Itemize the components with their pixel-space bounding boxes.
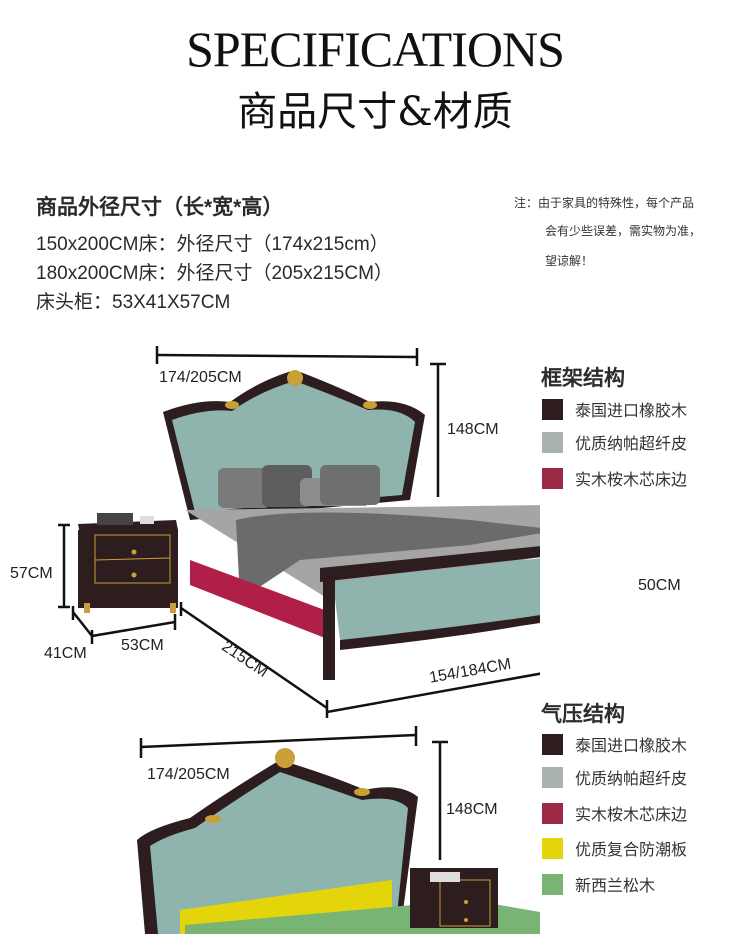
legend-label: 泰国进口橡胶木 bbox=[575, 403, 688, 420]
legend-gas-item: 优质纳帕超纤皮 bbox=[542, 765, 687, 789]
legend-label: 优质复合防潮板 bbox=[575, 842, 688, 859]
legend-label: 实木桉木芯床边 bbox=[575, 472, 688, 489]
swatch-rubberwood bbox=[542, 733, 563, 755]
dim-nightstand-height: 57CM bbox=[10, 565, 53, 582]
dim-height-top: 148CM bbox=[447, 421, 499, 438]
legend-label: 新西兰松木 bbox=[575, 878, 656, 895]
legend-frame-item: 优质纳帕超纤皮 bbox=[542, 430, 687, 454]
legend-gas-item: 新西兰松木 bbox=[542, 872, 655, 896]
bed-illustration-bottom bbox=[137, 726, 540, 934]
legend-frame-item: 泰国进口橡胶木 bbox=[542, 397, 687, 421]
dim-width-top: 174/205CM bbox=[159, 369, 242, 386]
legend-frame-title: 框架结构 bbox=[541, 367, 625, 390]
note-line-1: 注：由于家具的特殊性，每个产品 bbox=[514, 196, 695, 210]
dim-height-bottom: 148CM bbox=[446, 801, 498, 818]
dim-nightstand-depth: 41CM bbox=[44, 645, 87, 662]
legend-gas-item: 实木桉木芯床边 bbox=[542, 801, 687, 825]
swatch-leather bbox=[542, 766, 563, 788]
dim-nightstand-width: 53CM bbox=[121, 637, 164, 654]
legend-gas-title: 气压结构 bbox=[541, 703, 625, 726]
dim-footboard-height: 50CM bbox=[638, 577, 681, 594]
spec-line-150: 150x200CM床：外径尺寸（174x215cm） bbox=[36, 234, 389, 255]
note-line-2: 会有少些误差，需实物为准， bbox=[545, 224, 702, 238]
title-english: SPECIFICATIONS bbox=[186, 21, 565, 77]
spec-line-nightstand: 床头柜：53X41X57CM bbox=[36, 292, 231, 313]
swatch-moisture-board bbox=[542, 837, 563, 859]
swatch-eucalyptus-edge bbox=[542, 802, 563, 824]
legend-frame-item: 实木桉木芯床边 bbox=[542, 466, 687, 490]
legend-label: 优质纳帕超纤皮 bbox=[575, 436, 688, 453]
title-chinese: 商品尺寸&材质 bbox=[237, 89, 513, 135]
legend-label: 优质纳帕超纤皮 bbox=[575, 771, 688, 788]
spec-line-180: 180x200CM床：外径尺寸（205x215CM） bbox=[36, 263, 393, 284]
swatch-eucalyptus-edge bbox=[542, 467, 563, 489]
legend-gas-item: 泰国进口橡胶木 bbox=[542, 732, 687, 756]
dim-width-bottom: 174/205CM bbox=[147, 766, 230, 783]
bed-illustration-top bbox=[58, 346, 540, 718]
swatch-leather bbox=[542, 431, 563, 453]
legend-label: 实木桉木芯床边 bbox=[575, 807, 688, 824]
swatch-rubberwood bbox=[542, 398, 563, 420]
legend-gas-item: 优质复合防潮板 bbox=[542, 836, 687, 860]
spec-heading: 商品外径尺寸（长*宽*高） bbox=[36, 196, 284, 219]
swatch-pine-wood bbox=[542, 873, 563, 895]
legend-label: 泰国进口橡胶木 bbox=[575, 738, 688, 755]
note-line-3: 望谅解！ bbox=[545, 254, 594, 268]
